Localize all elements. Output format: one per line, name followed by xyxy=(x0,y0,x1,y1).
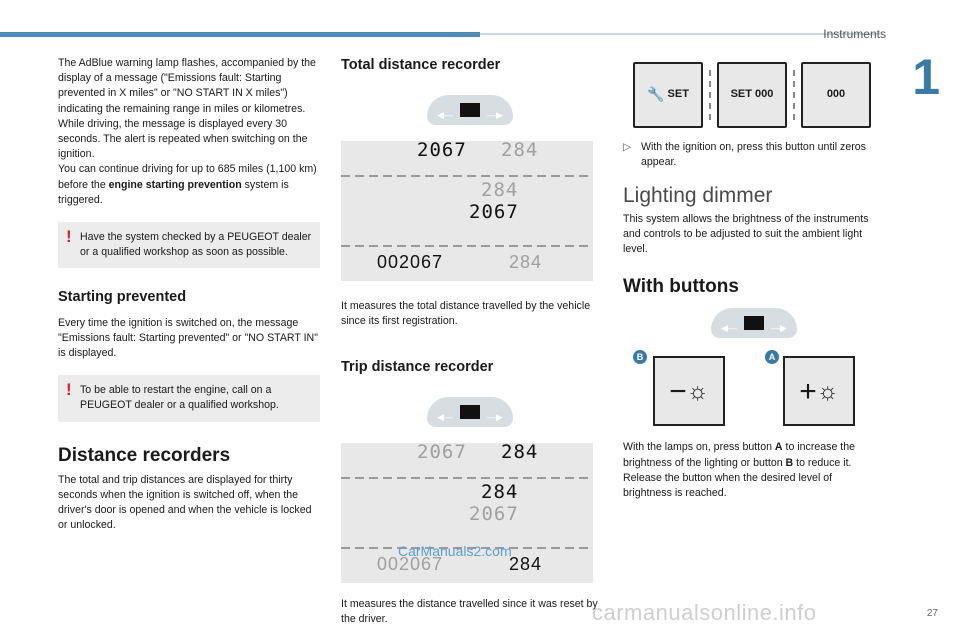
label-a: A xyxy=(765,350,779,365)
footer-watermark: carmanualsonline.info xyxy=(592,600,817,625)
dimmer-plus-button[interactable]: +☼ xyxy=(783,356,855,427)
odo-full: 002067 xyxy=(377,252,444,273)
wrench-icon: 🔧 xyxy=(647,86,665,103)
column-1: The AdBlue warning lamp flashes, accompa… xyxy=(58,56,320,534)
zero-button[interactable]: 000 xyxy=(801,62,871,128)
instrument-cluster-icon: ◀— —▶ xyxy=(711,304,797,342)
chapter-number: 1 xyxy=(912,49,940,105)
odo-trip: 284 xyxy=(481,480,519,503)
set-button[interactable]: 🔧 SET xyxy=(633,62,703,128)
trip-odometer-display: 2067 284 284 2067 002067 284 xyxy=(341,440,593,583)
total-odometer-display: 2067 284 284 2067 002067 284 xyxy=(341,139,593,282)
watermark-link[interactable]: CarManuals2.com xyxy=(398,543,512,559)
dimmer-minus-button[interactable]: −☼ xyxy=(653,356,725,427)
lighting-paragraph: This system allows the brightness of the… xyxy=(623,212,869,256)
heading-lighting-dimmer: Lighting dimmer xyxy=(623,184,773,208)
trip-paragraph: It measures the distance travelled since… xyxy=(341,597,598,626)
odo-total: 2067 xyxy=(469,502,519,525)
warning-box: ! Have the system checked by a PEUGEOT d… xyxy=(58,222,320,269)
dimmer-buttons: B −☼ A +☼ xyxy=(623,350,883,430)
odo-trip: 284 xyxy=(481,179,519,202)
instrument-cluster-icon: ◀— —▶ xyxy=(427,91,513,129)
release-paragraph: Release the button when the desired leve… xyxy=(623,471,833,500)
odo-total: 2067 xyxy=(469,201,519,224)
adblue-paragraph: The AdBlue warning lamp flashes, accompa… xyxy=(58,57,316,115)
starting-paragraph: Every time the ignition is switched on, … xyxy=(58,316,318,360)
section-label: Instruments xyxy=(823,27,886,41)
minus-icon: − xyxy=(669,374,687,408)
buttons-paragraph: With the lamps on, press button A to inc… xyxy=(623,441,856,469)
reset-instruction: ▷ With the ignition on, press this butto… xyxy=(623,141,866,169)
page-number: 27 xyxy=(926,608,938,619)
odo-trip: 284 xyxy=(509,553,543,574)
heading-distance-recorders: Distance recorders xyxy=(58,444,231,466)
warning-box: ! To be able to restart the engine, call… xyxy=(58,375,320,422)
odo-total: 2067 xyxy=(417,440,467,463)
column-2: Total distance recorder ◀— —▶ 2067 284 2… xyxy=(341,56,599,627)
bullet-icon: ▷ xyxy=(623,141,632,153)
label-b: B xyxy=(633,350,647,365)
odo-full: 002067 xyxy=(377,553,444,574)
sun-icon: ☼ xyxy=(816,377,839,405)
heading-starting-prevented: Starting prevented xyxy=(58,289,187,306)
set-zero-button[interactable]: SET 000 xyxy=(717,62,787,128)
odo-total: 2067 xyxy=(417,139,467,162)
heading-with-buttons: With buttons xyxy=(623,276,739,298)
warning-icon: ! xyxy=(66,227,72,247)
header-thin-bar xyxy=(480,33,880,35)
warning-icon: ! xyxy=(66,380,72,400)
header-accent-bar xyxy=(0,32,480,37)
total-paragraph: It measures the total distance travelled… xyxy=(341,300,591,328)
reset-button-sequence: 🔧 SET SET 000 000 xyxy=(633,62,883,128)
range-paragraph: You can continue driving for up to 685 m… xyxy=(58,163,317,206)
odo-trip: 284 xyxy=(501,139,539,162)
odo-trip: 284 xyxy=(501,440,539,463)
plus-icon: + xyxy=(799,374,817,408)
display-paragraph: While driving, the message is displayed … xyxy=(58,117,308,161)
odo-trip: 284 xyxy=(509,252,543,273)
sun-icon: ☼ xyxy=(686,377,709,405)
heading-trip-distance: Trip distance recorder xyxy=(341,358,494,375)
column-3: 🔧 SET SET 000 000 ▷ With the ignition on… xyxy=(623,56,883,501)
distance-paragraph: The total and trip distances are display… xyxy=(58,473,312,532)
instrument-cluster-icon: ◀— —▶ xyxy=(427,393,513,431)
heading-total-distance: Total distance recorder xyxy=(341,57,501,73)
